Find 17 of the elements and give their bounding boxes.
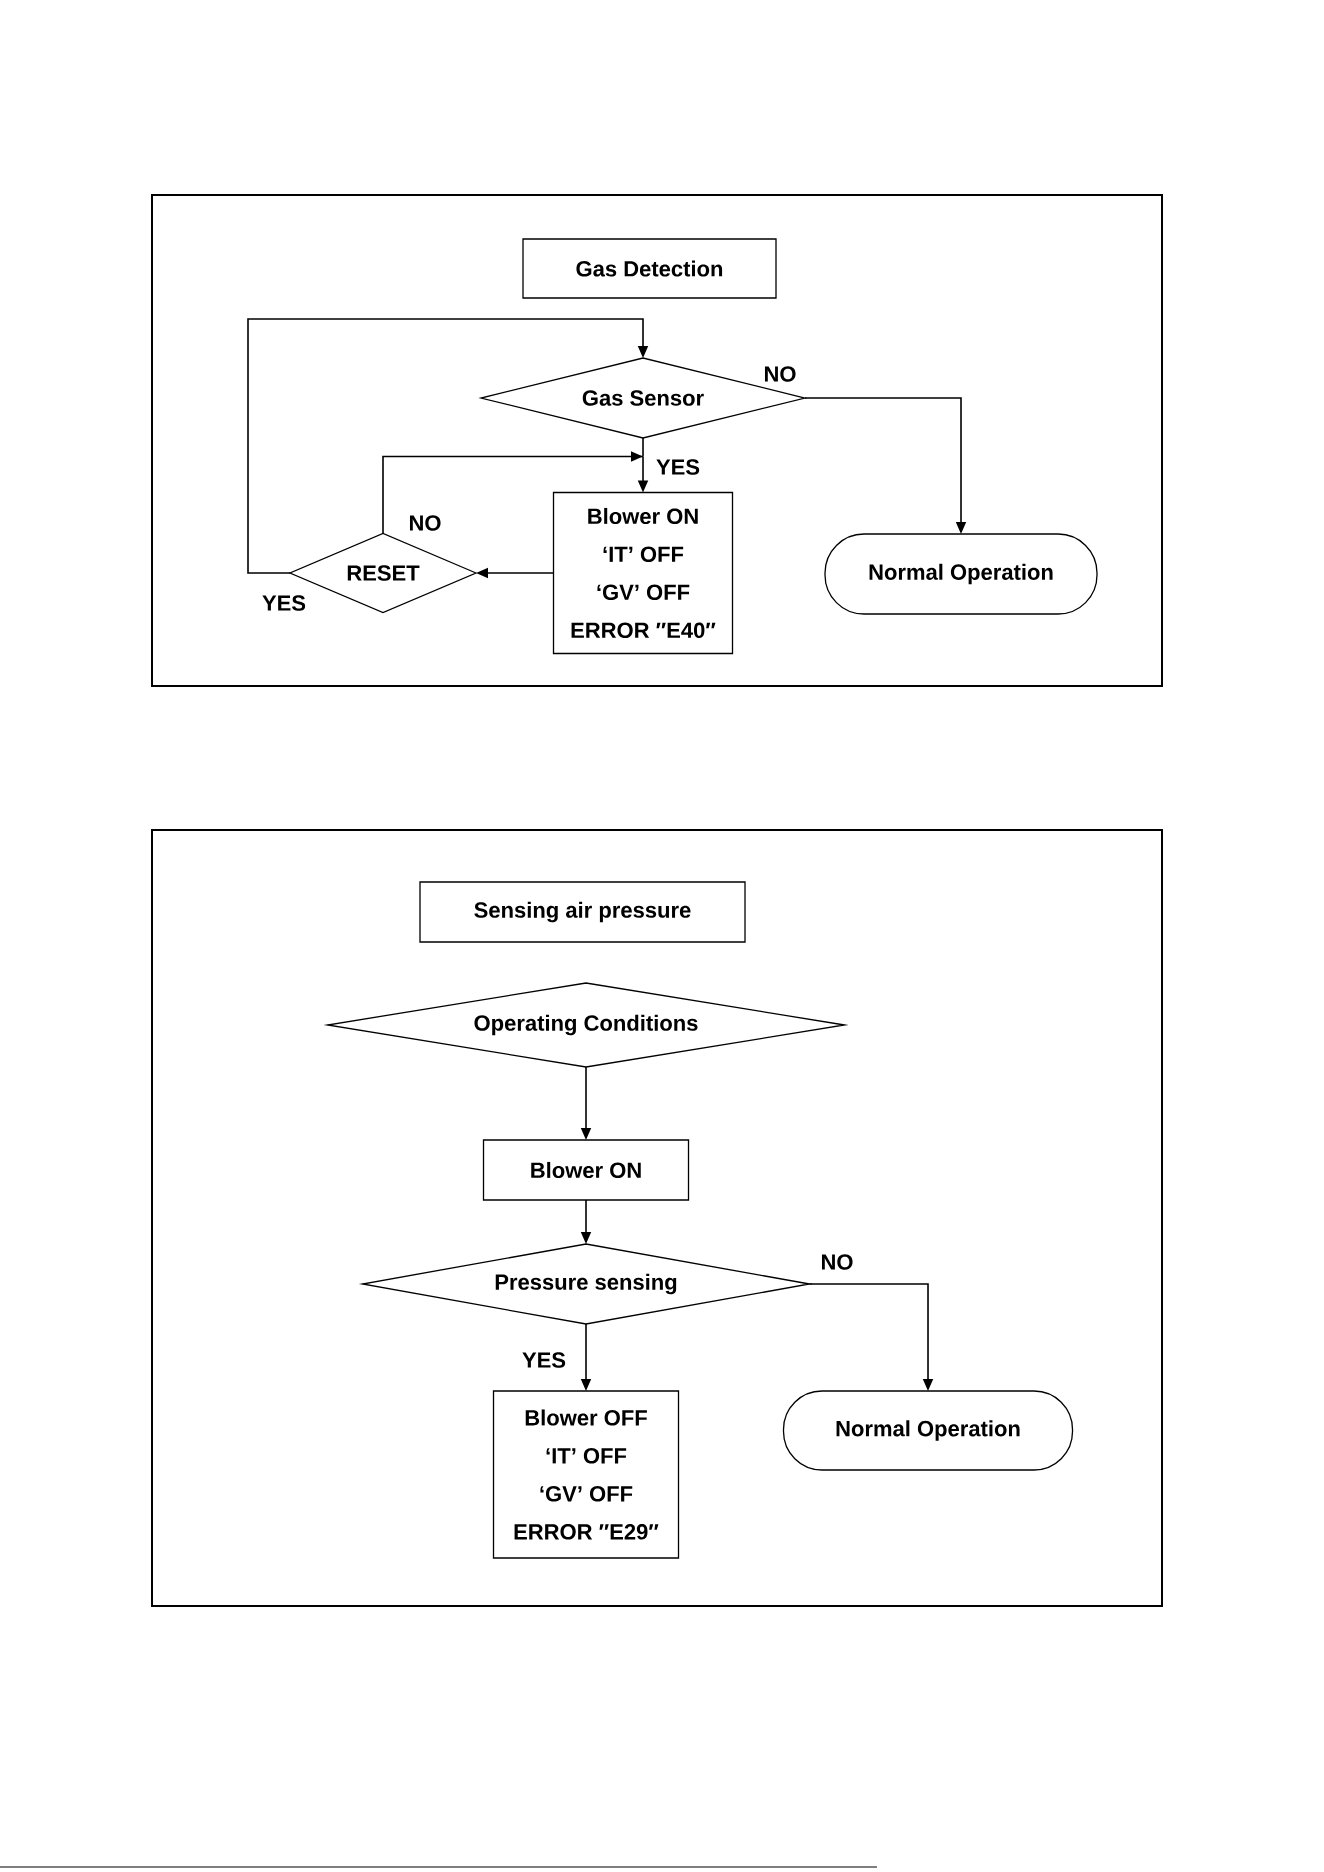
panel-frame (151, 194, 1163, 687)
edge-label: NO (818, 1252, 856, 1272)
arrow (247, 318, 649, 574)
arrow (382, 451, 644, 535)
title-box: Sensing air pressure (419, 881, 746, 943)
connector-line (642, 437, 644, 458)
process-box: Blower OFF ‘IT’ OFF ‘GV’ OFF ERROR ″E29″ (492, 1390, 680, 1559)
process-box: Blower ON (482, 1139, 690, 1201)
process-box: Blower ON ‘IT’ OFF ‘GV’ OFF ERROR ″E40″ (552, 491, 734, 655)
panel-frame (151, 829, 1163, 1607)
edge-label: YES (654, 457, 702, 477)
terminal-box: Normal Operation (782, 1390, 1074, 1471)
edge-label: NO (406, 513, 444, 533)
edge-label: YES (520, 1350, 568, 1370)
terminal-box: Normal Operation (824, 533, 1098, 615)
title-box: Gas Detection (522, 238, 777, 299)
edge-label: NO (761, 364, 799, 384)
